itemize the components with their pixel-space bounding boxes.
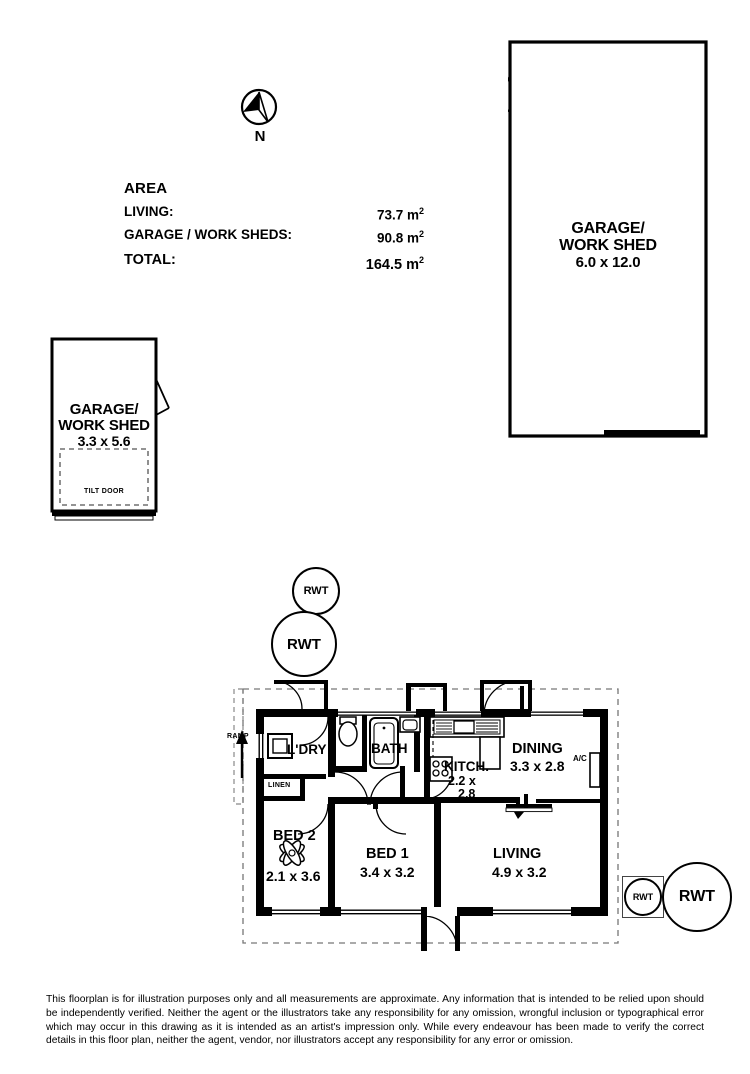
kitchen-label: KITCH. xyxy=(444,759,489,774)
ac-label: A/C xyxy=(573,754,587,763)
garage-small-label: GARAGE/ WORK SHED 3.3 x 5.6 xyxy=(44,401,164,450)
kitchen-dims-line1: 2.2 x xyxy=(448,774,476,788)
garage-small-dims: 3.3 x 5.6 xyxy=(77,433,131,450)
living-label: LIVING xyxy=(493,846,542,862)
tilt-door-label: TILT DOOR xyxy=(84,488,124,495)
kitchen-dims-line2: 2.8 xyxy=(458,787,476,801)
bed1-dims: 3.4 x 3.2 xyxy=(360,864,415,880)
rwt-tank-right-small-box: RWT xyxy=(622,876,664,918)
bed2-label: BED 2 xyxy=(273,828,316,844)
area-row-living: LIVING: 73.7 m2 xyxy=(124,202,424,225)
bed1-label: BED 1 xyxy=(366,846,409,862)
ramp-label: RAMP xyxy=(227,733,249,740)
area-label-garage: GARAGE / WORK SHEDS: xyxy=(124,226,293,242)
linen-label: LINEN xyxy=(268,782,291,789)
dining-label: DINING xyxy=(512,741,563,757)
area-row-garage: GARAGE / WORK SHEDS: 90.8 m2 xyxy=(124,225,424,248)
bed2-dims: 2.1 x 3.6 xyxy=(266,868,321,884)
dining-dims: 3.3 x 2.8 xyxy=(510,758,565,774)
rwt-tank-top-large: RWT xyxy=(271,611,337,677)
garage-small-name-line1: GARAGE/ xyxy=(69,401,139,418)
area-value-living: 73.7 m2 xyxy=(376,206,424,223)
garage-small-walls xyxy=(50,337,170,521)
garage-large-label: GARAGE/ WORK SHED 6.0 x 12.0 xyxy=(508,220,708,271)
garage-large-outline: GARAGE/ WORK SHED 6.0 x 12.0 xyxy=(495,40,708,453)
garage-large-name-line2: WORK SHED xyxy=(559,237,657,255)
area-value-total: 164.5 m2 xyxy=(365,255,424,273)
rwt-tank-right-large: RWT xyxy=(662,862,732,932)
garage-large-name-line1: GARAGE/ xyxy=(571,220,645,237)
ceiling-fan-icon xyxy=(279,840,305,866)
disclaimer-text: This floorplan is for illustration purpo… xyxy=(46,994,704,1047)
area-value-garage: 90.8 m2 xyxy=(376,228,424,246)
garage-small-outline: GARAGE/ WORK SHED 3.3 x 5.6 TILT DOOR xyxy=(50,337,170,522)
area-label-living: LIVING: xyxy=(124,204,174,219)
rwt-tank-top-small: RWT xyxy=(292,567,340,615)
compass-north-icon xyxy=(240,88,278,126)
garage-large-dims: 6.0 x 12.0 xyxy=(575,253,641,271)
compass-north-label: N xyxy=(254,128,266,145)
area-title: AREA xyxy=(124,180,168,197)
area-row-total: TOTAL: 164.5 m2 xyxy=(124,251,424,275)
bath-label: BATH xyxy=(371,741,408,756)
living-dims: 4.9 x 3.2 xyxy=(492,864,547,880)
rwt-tank-right-small: RWT xyxy=(624,878,662,916)
compass-rose: N xyxy=(238,88,282,148)
house-floorplan: RAMP L'DRY LINEN BATH KITCH. 2.2 x 2.8 D… xyxy=(227,678,628,953)
laundry-label: L'DRY xyxy=(287,742,327,757)
area-label-total: TOTAL: xyxy=(124,252,176,268)
area-summary-table: AREA LIVING: 73.7 m2 GARAGE / WORK SHEDS… xyxy=(124,180,424,275)
garage-small-name-line2: WORK SHED xyxy=(58,417,150,435)
house-plan-drawing xyxy=(233,680,619,951)
